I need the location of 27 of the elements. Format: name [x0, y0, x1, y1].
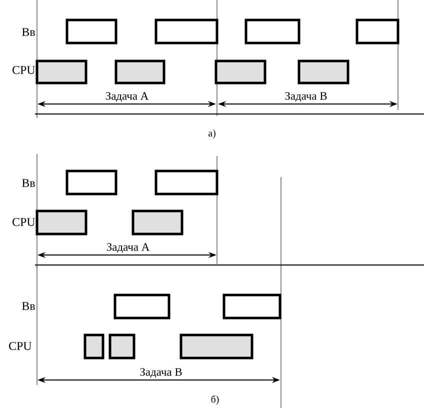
io-bar — [66, 170, 118, 196]
cpu-bar — [108, 334, 136, 360]
task-label: Задача А — [106, 243, 150, 253]
io-bar — [356, 18, 400, 44]
io-bar — [244, 18, 300, 44]
cpu-bar — [132, 210, 184, 236]
task-label: Задача В — [140, 368, 182, 378]
row-label: CPU — [9, 342, 32, 350]
panel-label: б) — [211, 395, 219, 405]
io-bar — [66, 18, 118, 44]
cpu-bar — [36, 60, 88, 84]
cpu-bar — [36, 210, 88, 236]
cpu-bar — [298, 60, 350, 84]
cpu-bar — [214, 60, 266, 84]
cpu-bar — [180, 334, 254, 360]
io-bar — [154, 170, 218, 196]
task-label: Задача А — [106, 92, 149, 102]
task-label: Задача В — [285, 92, 327, 102]
io-bar — [154, 18, 218, 44]
row-label: Вв — [22, 179, 35, 187]
cpu-bar — [84, 334, 104, 360]
panel-label: а) — [208, 129, 216, 139]
row-label: Вв — [22, 302, 35, 310]
row-label: Вв — [22, 28, 35, 36]
io-bar — [222, 294, 282, 320]
cpu-bar — [114, 60, 166, 84]
io-bar — [114, 294, 170, 320]
